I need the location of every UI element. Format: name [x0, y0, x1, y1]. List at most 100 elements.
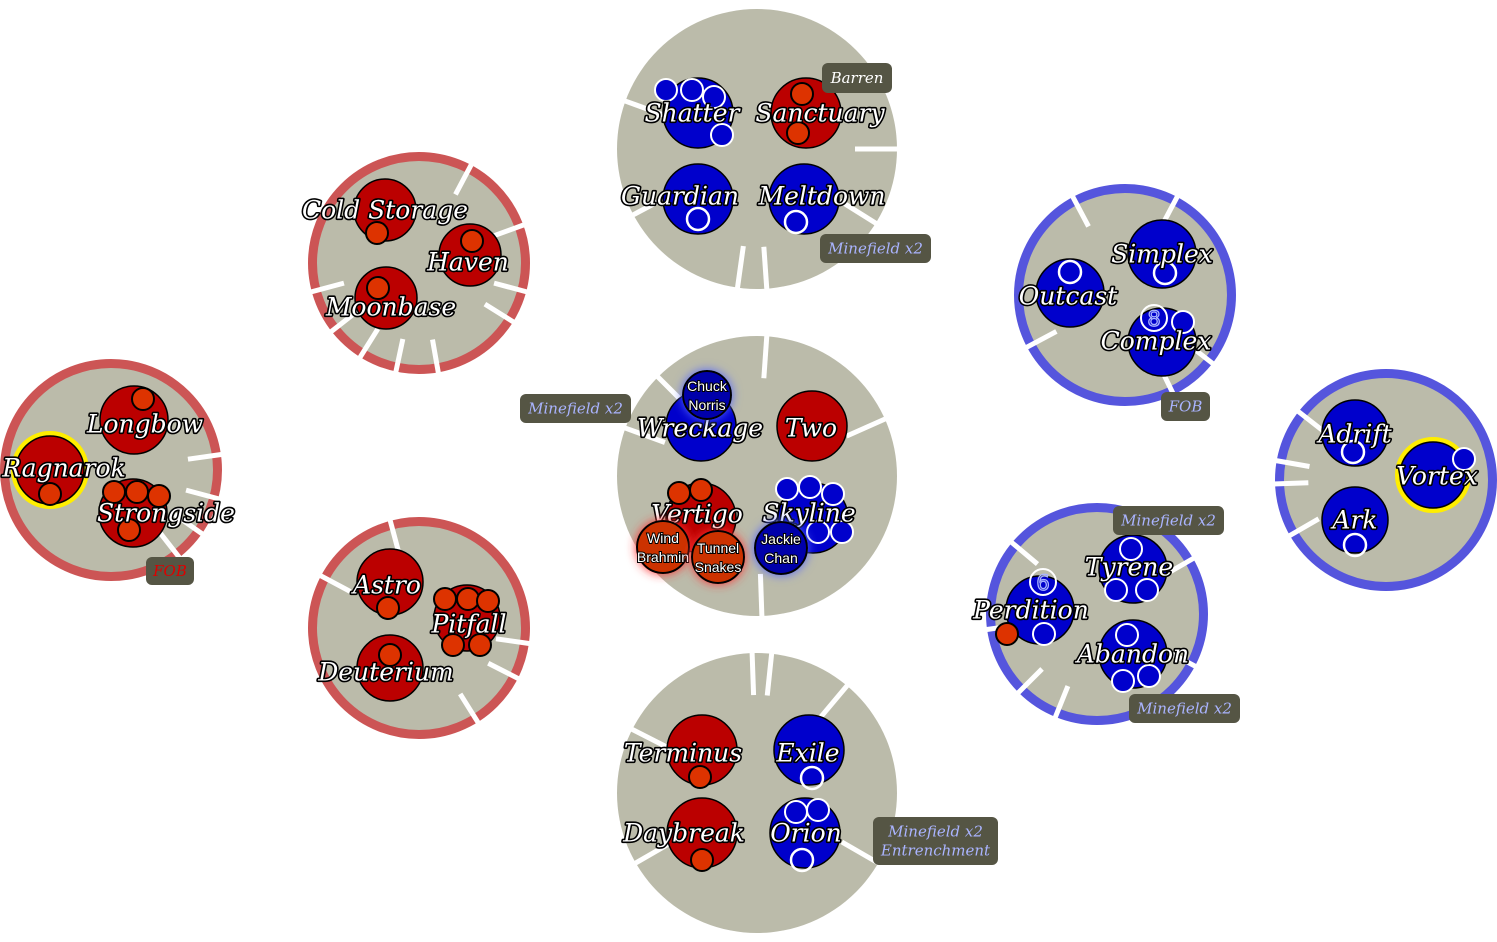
planet-deuterium[interactable]	[356, 634, 424, 702]
unit-token[interactable]	[688, 765, 712, 789]
unit-token[interactable]	[1342, 532, 1368, 558]
unit-token[interactable]	[1171, 310, 1195, 334]
planet-vortex[interactable]	[1395, 437, 1471, 513]
unit-token[interactable]	[131, 387, 155, 411]
lane-s-top-5	[622, 98, 666, 118]
unit-token[interactable]	[441, 633, 465, 657]
unit-token[interactable]	[690, 848, 714, 872]
unit-token[interactable]	[799, 765, 825, 791]
planet-name-adrift: Adrift	[1316, 420, 1392, 449]
unit-token[interactable]	[821, 482, 845, 506]
planet-ark[interactable]	[1321, 486, 1389, 554]
unit-token[interactable]	[1032, 622, 1056, 646]
unit-token[interactable]	[366, 276, 390, 300]
lane-s-lower-right-1	[1164, 648, 1198, 670]
planet-adrift[interactable]	[1321, 399, 1389, 467]
unit-token[interactable]	[775, 477, 799, 501]
unit-token[interactable]	[476, 589, 500, 613]
hero-name-line: Chuck	[687, 378, 728, 394]
planet-name-complex: Complex	[1101, 327, 1212, 356]
unit-token[interactable]	[680, 78, 704, 102]
unit-token[interactable]	[468, 633, 492, 657]
unit-token[interactable]	[1119, 537, 1143, 561]
planet-name-exile: Exile	[775, 739, 839, 768]
unit-token[interactable]	[456, 587, 480, 611]
planet-exile[interactable]	[773, 714, 845, 786]
lane-s-upper-left-4	[430, 339, 442, 375]
hero-name-line: Snakes	[695, 559, 742, 575]
unit-token[interactable]	[995, 622, 1019, 646]
unit-token[interactable]	[798, 475, 822, 499]
badge-background	[1129, 694, 1240, 723]
planet-body	[662, 163, 734, 235]
unit-token[interactable]	[38, 482, 62, 506]
planet-simplex[interactable]	[1127, 219, 1197, 289]
hero-name-line: Wind	[647, 530, 679, 546]
unit-token[interactable]	[806, 798, 830, 822]
planet-name-terminus: Terminus	[624, 739, 742, 768]
unit-token[interactable]	[378, 643, 402, 667]
planet-name-simplex: Simplex	[1111, 240, 1213, 269]
hero-name-line: Jackie	[761, 531, 801, 547]
unit-token[interactable]	[685, 206, 711, 232]
unit-token[interactable]	[830, 520, 854, 544]
badge-text: Minefield x2	[887, 823, 983, 841]
planet-two[interactable]	[776, 390, 848, 462]
unit-token[interactable]	[1111, 669, 1135, 693]
unit-token[interactable]	[806, 520, 830, 544]
badge-background	[873, 817, 998, 865]
lane-s-lower-right-2	[1052, 685, 1071, 720]
planet-name-astro: Astro	[351, 571, 421, 600]
planet-body	[1127, 219, 1197, 289]
unit-token[interactable]	[433, 587, 457, 611]
unit-token[interactable]	[117, 518, 141, 542]
unit-token[interactable]	[790, 82, 814, 106]
unit-token[interactable]	[1137, 664, 1161, 688]
unit-token[interactable]	[1057, 259, 1083, 285]
planet-name-pitfall: Pitfall	[430, 610, 506, 639]
unit-token[interactable]	[365, 221, 389, 245]
unit-token[interactable]	[1340, 439, 1366, 465]
lane-s-bottom-2	[818, 682, 851, 720]
unit-token[interactable]	[1104, 578, 1128, 602]
lane-s-upper-left-8	[309, 280, 345, 295]
unit-token[interactable]	[789, 847, 815, 873]
selection-ring	[1395, 437, 1471, 513]
planet-outcast[interactable]	[1035, 258, 1105, 328]
lane-s-upper-left-7	[328, 308, 360, 335]
unit-token[interactable]	[710, 123, 734, 147]
planet-name-perdition: Perdition	[972, 596, 1089, 625]
badge-barren: Barren	[822, 63, 892, 93]
unit-token[interactable]	[654, 78, 678, 102]
planet-guardian[interactable]	[662, 163, 734, 235]
unit-token[interactable]	[1115, 623, 1139, 647]
planet-name-shatter: Shatter	[645, 99, 742, 128]
lane-s-center-0	[761, 334, 770, 379]
unit-token[interactable]	[147, 484, 171, 508]
planet-name-sanctuary: Sanctuary	[755, 99, 885, 128]
unit-token[interactable]	[460, 229, 484, 253]
unit-token[interactable]	[786, 121, 810, 145]
badge-background	[146, 557, 194, 585]
unit-token[interactable]	[689, 478, 713, 502]
planet-name-meltdown: Meltdown	[758, 182, 886, 211]
lane-s-lower-left-4	[458, 692, 482, 726]
unit-token[interactable]	[1152, 260, 1178, 286]
unit-token[interactable]	[376, 596, 400, 620]
unit-token[interactable]	[783, 209, 809, 235]
planet-name-skyline: Skyline	[762, 499, 855, 528]
planet-body	[1399, 441, 1467, 509]
unit-token[interactable]	[1135, 578, 1159, 602]
planet-body	[1035, 258, 1105, 328]
system-s-bottom[interactable]	[617, 653, 897, 933]
unit-token[interactable]	[1452, 447, 1476, 471]
badge-text: Minefield x2	[527, 400, 623, 418]
lane-s-far-left-2	[173, 512, 205, 537]
lane-s-top-2	[761, 246, 770, 291]
unit-token[interactable]	[702, 85, 726, 109]
planet-haven[interactable]	[438, 223, 502, 287]
